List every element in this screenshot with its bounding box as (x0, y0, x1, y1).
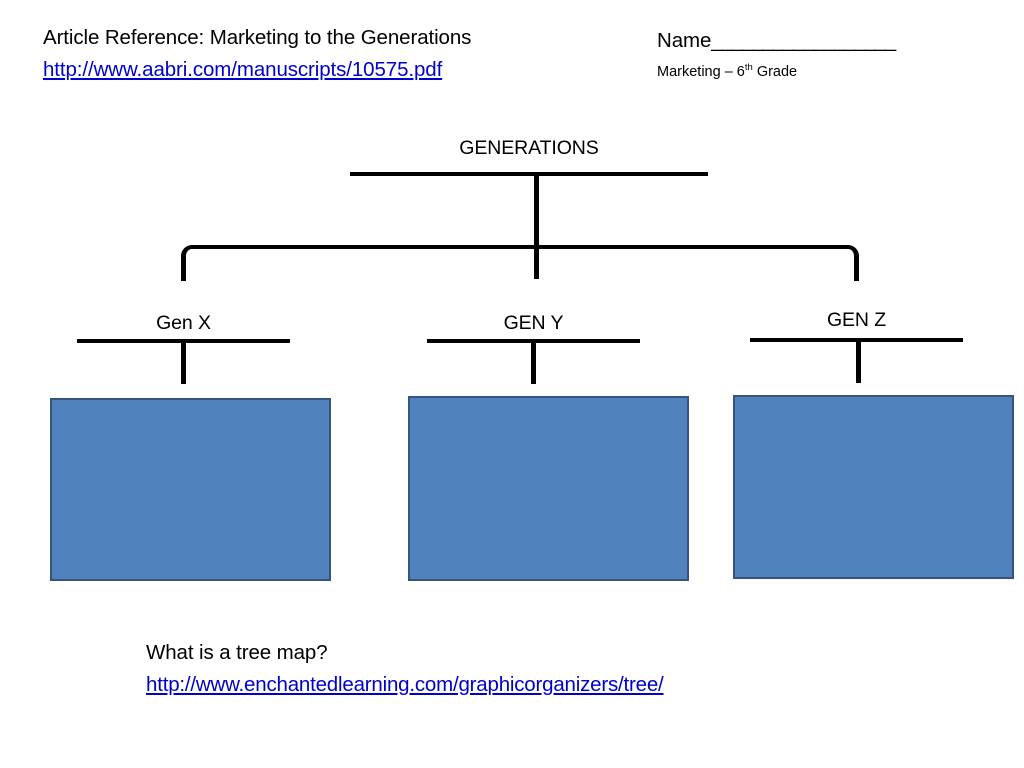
article-reference-title: Article Reference: Marketing to the Gene… (43, 26, 472, 49)
answer-box-gen-z[interactable] (733, 395, 1014, 579)
article-reference-link[interactable]: http://www.aabri.com/manuscripts/10575.p… (43, 58, 443, 81)
name-blank[interactable]: __________________ (711, 29, 896, 52)
course-ordinal-suffix: th (744, 62, 753, 74)
tree-node-stem-gen-x (181, 339, 186, 384)
tree-node-label-gen-z: GEN Z (826, 309, 887, 331)
tree-node-label-gen-x: Gen X (156, 312, 211, 334)
tree-root-label: GENERATIONS (459, 137, 599, 159)
course-prefix: Marketing – 6 (657, 64, 745, 80)
tree-root-underline (350, 172, 708, 176)
name-label: Name (657, 29, 712, 52)
tree-branch-bracket (181, 245, 859, 281)
footer-resource-link[interactable]: http://www.enchantedlearning.com/graphic… (146, 673, 664, 696)
tree-node-label-gen-y: GEN Y (503, 312, 564, 334)
course-subtitle: Marketing – 6th Grade (657, 63, 797, 82)
name-field-line: Name__________________ (657, 28, 896, 54)
course-suffix: Grade (752, 64, 798, 80)
tree-root-connector-stem (534, 172, 539, 279)
answer-box-gen-x[interactable] (50, 398, 331, 581)
tree-node-stem-gen-z (856, 338, 861, 383)
answer-box-gen-y[interactable] (408, 396, 689, 581)
footer-question-text: What is a tree map? (146, 641, 328, 664)
tree-node-stem-gen-y (531, 339, 536, 384)
